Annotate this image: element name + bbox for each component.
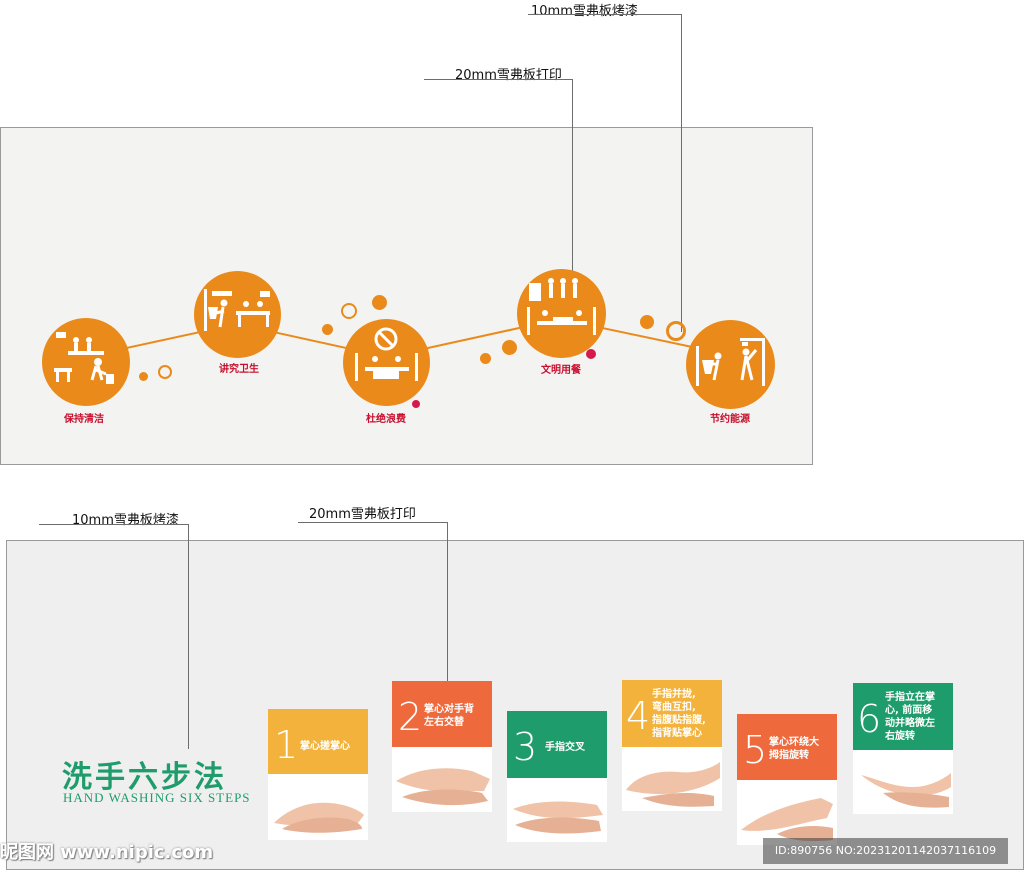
callout-print-top: 20mm雪弗板打印: [455, 68, 562, 83]
decor-dot: [586, 349, 596, 359]
step-number: 3: [513, 725, 538, 769]
circle-hygiene: [194, 271, 281, 358]
watermark-id: ID:890756 NO:20231201142037116109: [763, 838, 1008, 864]
step-number: 2: [398, 695, 423, 739]
step-number: 6: [857, 697, 882, 741]
decor-dot: [322, 324, 333, 335]
step-card-6: 6 手指立在掌 心, 前面移 动并略微左 右旋转: [853, 683, 953, 814]
energy-pictogram-icon: [696, 338, 765, 386]
hands-photo: [396, 768, 490, 806]
circle-no-waste: [343, 319, 430, 406]
circle-save-energy: [686, 320, 775, 409]
handwashing-subtitle: HAND WASHING SIX STEPS: [63, 790, 251, 805]
step-card-2: 2 掌心对手背 左右交替: [392, 681, 492, 812]
step-number: 4: [626, 694, 651, 738]
handwashing-pictogram-icon: [204, 289, 270, 331]
step-text: 手指交叉: [545, 742, 585, 753]
step-text: 掌心环绕大 拇指旋转: [769, 737, 819, 761]
no-waste-pictogram-icon: [355, 327, 418, 381]
decor-dot: [480, 353, 491, 364]
top-display-board: [0, 127, 813, 465]
callout-line: [447, 522, 448, 752]
decor-dot: [372, 295, 387, 310]
circle-label: 讲究卫生: [219, 364, 259, 375]
hands-photo: [626, 762, 720, 807]
connector-line: [84, 317, 731, 359]
step-number: 1: [274, 723, 299, 767]
step-header: [737, 714, 837, 780]
step-header: [853, 683, 953, 750]
circle-keep-clean: [42, 318, 130, 406]
circle-label: 节约能源: [710, 414, 750, 425]
dining-pictogram-icon: [54, 332, 114, 384]
step-header: [507, 711, 607, 778]
decor-dot: [139, 372, 148, 381]
step-card-5: 5 掌心环绕大 拇指旋转: [737, 714, 837, 845]
step-text: 掌心对手背 左右交替: [424, 704, 474, 728]
step-header: [268, 709, 368, 774]
hands-photo: [861, 773, 951, 808]
callout-paint-bottom: 10mm雪弗板烤漆: [72, 513, 179, 528]
step-text: 掌心搓掌心: [300, 741, 350, 752]
decor-dot: [502, 340, 517, 355]
watermark-site: 昵图网 www.nipic.com: [0, 842, 214, 863]
circle-label: 杜绝浪费: [366, 414, 406, 425]
callout-line: [681, 14, 682, 332]
decor-ring: [158, 365, 172, 379]
callout-paint-top: 10mm雪弗板烤漆: [531, 4, 638, 19]
decor-ring: [341, 303, 357, 319]
step-header: [392, 681, 492, 747]
callout-line: [188, 524, 189, 749]
callout-line: [572, 79, 573, 319]
callout-print-bottom: 20mm雪弗板打印: [309, 507, 416, 522]
queue-pictogram-icon: [527, 278, 596, 335]
hands-photo: [741, 798, 833, 842]
circle-label: 保持清洁: [64, 414, 104, 425]
callout-line: [424, 79, 573, 80]
step-card-4: 4 手指并拢, 弯曲互扣, 指腹贴指腹, 指背贴掌心: [622, 680, 722, 811]
hands-photo: [513, 801, 603, 834]
circle-label: 文明用餐: [541, 365, 581, 376]
hands-photo: [274, 802, 364, 833]
callout-line: [39, 524, 189, 525]
step-card-3: 3 手指交叉: [507, 711, 607, 842]
callout-line: [528, 14, 682, 15]
callout-line: [298, 522, 448, 523]
step-text: 手指立在掌 心, 前面移 动并略微左 右旋转: [885, 692, 935, 742]
decor-dot: [640, 315, 654, 329]
step-number: 5: [743, 728, 768, 772]
circle-civil-dining: [517, 269, 606, 358]
decor-ring: [666, 321, 686, 341]
step-header: [622, 680, 722, 747]
step-card-1: 1 掌心搓掌心: [268, 709, 368, 840]
decor-dot: [412, 400, 420, 408]
step-text: 手指并拢, 弯曲互扣, 指腹贴指腹, 指背贴掌心: [652, 689, 706, 739]
handwashing-title: 洗手六步法: [62, 760, 227, 795]
